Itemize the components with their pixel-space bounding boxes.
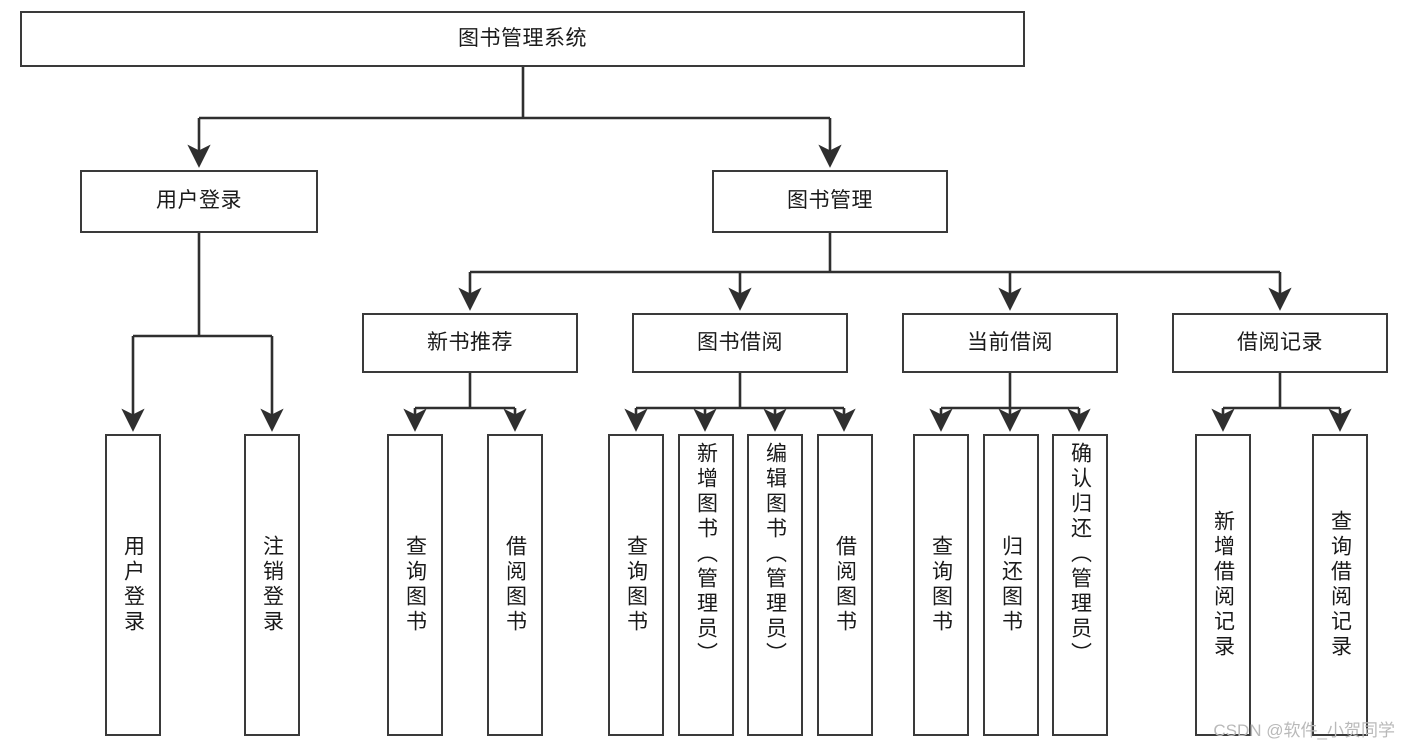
leaf-user-login-signout[interactable]: 注销登录: [244, 434, 300, 736]
node-user-login-label: 用户登录: [156, 189, 242, 213]
node-borrow-record[interactable]: 借阅记录: [1172, 313, 1388, 373]
leaf-borrow-edit-book[interactable]: 编辑图书（管理员）: [747, 434, 803, 736]
leaf-current-query-book[interactable]: 查询图书: [913, 434, 969, 736]
node-new-book-recommend[interactable]: 新书推荐: [362, 313, 578, 373]
leaf-current-confirm-return[interactable]: 确认归还（管理员）: [1052, 434, 1108, 736]
node-book-management[interactable]: 图书管理: [712, 170, 948, 233]
node-current-borrow-label: 当前借阅: [967, 330, 1053, 354]
node-root-system-label: 图书管理系统: [458, 26, 587, 50]
node-book-borrow[interactable]: 图书借阅: [632, 313, 848, 373]
node-current-borrow[interactable]: 当前借阅: [902, 313, 1118, 373]
leaf-borrow-add-book[interactable]: 新增图书（管理员）: [678, 434, 734, 736]
node-borrow-record-label: 借阅记录: [1237, 330, 1323, 354]
leaf-borrow-query-book[interactable]: 查询图书: [608, 434, 664, 736]
node-book-management-label: 图书管理: [787, 189, 873, 213]
leaf-user-login-signout-label: 注销登录: [260, 535, 284, 635]
leaf-current-return-book-label: 归还图书: [999, 535, 1023, 635]
watermark-text: CSDN @软件_小贺同学: [1213, 721, 1395, 740]
node-book-borrow-label: 图书借阅: [697, 330, 783, 354]
node-new-book-recommend-label: 新书推荐: [427, 330, 513, 354]
leaf-current-query-book-label: 查询图书: [929, 535, 953, 635]
node-user-login[interactable]: 用户登录: [80, 170, 318, 233]
leaf-borrow-borrow-book[interactable]: 借阅图书: [817, 434, 873, 736]
leaf-current-confirm-return-label: 确认归还（管理员）: [1068, 442, 1092, 667]
leaf-user-login-signin-label: 用户登录: [121, 535, 145, 635]
leaf-user-login-signin[interactable]: 用户登录: [105, 434, 161, 736]
leaf-new-book-query-label: 查询图书: [403, 535, 427, 635]
leaf-current-return-book[interactable]: 归还图书: [983, 434, 1039, 736]
leaf-record-query[interactable]: 查询借阅记录: [1312, 434, 1368, 736]
leaf-borrow-add-book-label: 新增图书（管理员）: [694, 442, 718, 667]
leaf-record-add-label: 新增借阅记录: [1211, 510, 1235, 660]
leaf-new-book-borrow-label: 借阅图书: [503, 535, 527, 635]
leaf-new-book-query[interactable]: 查询图书: [387, 434, 443, 736]
leaf-new-book-borrow[interactable]: 借阅图书: [487, 434, 543, 736]
leaf-borrow-edit-book-label: 编辑图书（管理员）: [763, 442, 787, 667]
node-root-system[interactable]: 图书管理系统: [20, 11, 1025, 67]
leaf-record-add[interactable]: 新增借阅记录: [1195, 434, 1251, 736]
leaf-borrow-query-book-label: 查询图书: [624, 535, 648, 635]
leaf-borrow-borrow-book-label: 借阅图书: [833, 535, 857, 635]
leaf-record-query-label: 查询借阅记录: [1328, 510, 1352, 660]
